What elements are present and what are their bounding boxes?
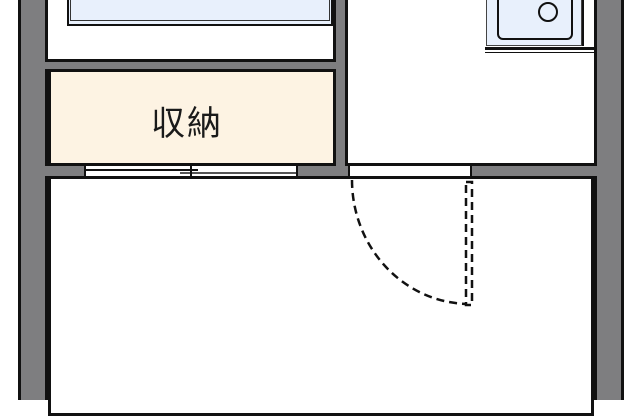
door-leaf — [464, 180, 474, 307]
door-swing — [350, 179, 474, 307]
bathtub-inner-rim — [70, 0, 330, 21]
main-room — [48, 176, 594, 416]
middle-wall-fill — [336, 0, 345, 175]
right-outer-wall-fill — [597, 0, 621, 400]
bathtub — [67, 0, 333, 26]
sink-drain-icon — [538, 2, 558, 22]
sliding-door-panel-2 — [180, 172, 296, 174]
left-outer-wall-fill — [21, 0, 45, 400]
kitchen-bottom-wall — [472, 166, 597, 176]
sink-basin — [497, 0, 573, 40]
sliding-door-handle — [190, 164, 192, 178]
kitchen-doorway[interactable] — [348, 166, 472, 176]
bath-storage-wall — [45, 62, 336, 69]
storage-label: 収納 — [151, 104, 223, 144]
sliding-door-panel-1 — [86, 169, 198, 171]
door-swing-arc-icon — [350, 179, 471, 306]
sink-right-edge — [582, 0, 586, 46]
storage-room — [48, 69, 336, 166]
storage-bottom-wall-right — [298, 166, 348, 176]
kitchen-counter-line-2 — [485, 50, 595, 53]
kitchen-counter-line — [485, 47, 595, 50]
storage-bottom-wall-left — [45, 166, 84, 176]
